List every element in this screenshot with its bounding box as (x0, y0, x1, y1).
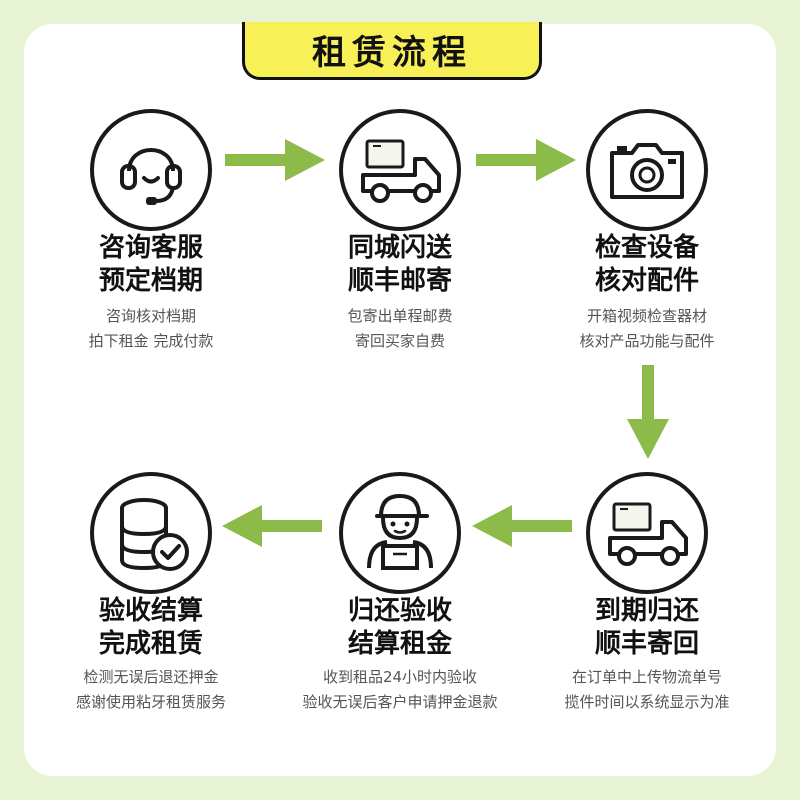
headset-icon (120, 148, 182, 205)
step-3-icon-circle (586, 109, 708, 231)
step-1-icon-circle (90, 109, 212, 231)
arrow-left-step4-to-step5 (472, 505, 572, 547)
step-5-title: 归还验收结算租金 (347, 596, 452, 659)
step-6-description: 检测无误后退还押金感谢使用粘牙租赁服务 (75, 668, 226, 711)
step-2-description: 包寄出单程邮费寄回买家自费 (347, 307, 453, 350)
delivery-worker-icon (367, 494, 433, 570)
arrow-right-step1-to-step2 (225, 139, 325, 181)
database-check-icon (120, 498, 189, 571)
camera-icon (610, 143, 684, 199)
title-banner: 租赁流程 (242, 22, 542, 80)
step-4-icon-circle (586, 472, 708, 594)
step-5-description: 收到租品24小时内验收验收无误后客户申请押金退款 (302, 668, 498, 711)
arrow-right-step2-to-step3 (476, 139, 576, 181)
delivery-truck-icon (361, 139, 441, 203)
step-4-description: 在订单中上传物流单号揽件时间以系统显示为准 (564, 668, 730, 711)
page-title: 租赁流程 (312, 33, 472, 73)
step-1-title: 咨询客服预定档期 (98, 233, 203, 296)
arrow-left-step5-to-step6 (222, 505, 322, 547)
delivery-truck-icon (608, 502, 688, 566)
step-3-title: 检查设备核对配件 (594, 233, 699, 296)
step-1-description: 咨询核对档期拍下租金 完成付款 (88, 307, 214, 350)
step-4-title: 到期归还顺丰寄回 (594, 596, 699, 659)
step-3-description: 开箱视频检查器材核对产品功能与配件 (579, 307, 715, 350)
step-2-title: 同城闪送顺丰邮寄 (347, 233, 452, 296)
step-5-icon-circle (339, 472, 461, 594)
step-6-icon-circle (90, 472, 212, 594)
step-6-title: 验收结算完成租赁 (98, 596, 203, 659)
step-2-icon-circle (339, 109, 461, 231)
arrow-down-step3-to-step4 (627, 365, 669, 459)
